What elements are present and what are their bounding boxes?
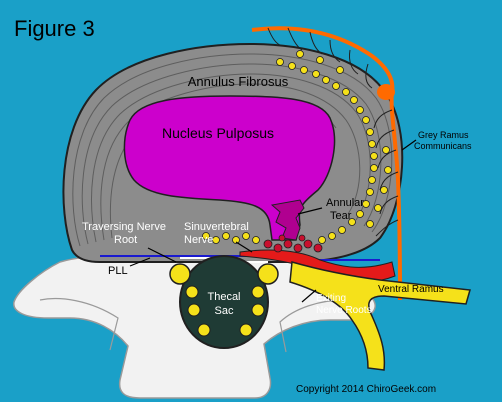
label-exiting-1: Exiting bbox=[316, 293, 346, 304]
traversing-nerve-root-left bbox=[169, 263, 191, 285]
nociceptor-cluster bbox=[263, 234, 323, 253]
exiting-nerve-root bbox=[289, 261, 471, 371]
label-sinuvertebral-1: Sinuvertebral bbox=[184, 221, 249, 233]
annulus-ring-1 bbox=[72, 53, 393, 247]
figure-title: Figure 3 bbox=[14, 16, 95, 41]
annular-tear bbox=[270, 199, 305, 241]
label-sinuvertebral-2: Nerve bbox=[184, 234, 213, 246]
bone-contour-left bbox=[39, 298, 119, 351]
label-thecal-2: Sac bbox=[215, 305, 234, 317]
label-ventral-ramus: Ventral Ramus bbox=[378, 284, 444, 295]
yellow-receptor-dots bbox=[202, 50, 392, 244]
label-traversing-1: Traversing Nerve bbox=[82, 221, 166, 233]
annulus-ring-3 bbox=[91, 73, 371, 243]
grey-ramus-branches bbox=[267, 27, 399, 237]
traversing-nerve-root-right bbox=[257, 263, 279, 285]
grey-ramus-ganglion bbox=[377, 84, 395, 100]
label-traversing-2: Root bbox=[114, 234, 137, 246]
label-copyright: Copyright 2014 ChiroGeek.com bbox=[296, 384, 436, 395]
label-nucleus-pulposus: Nucleus Pulposus bbox=[162, 125, 274, 141]
label-pll: PLL bbox=[108, 265, 128, 277]
label-exiting-2: Nerve Roots bbox=[316, 305, 372, 316]
label-annular-tear-2: Tear bbox=[330, 210, 352, 222]
label-grey-ramus-2: Communicans bbox=[414, 141, 472, 151]
annulus-ring-4 bbox=[100, 83, 361, 241]
label-thecal-1: Thecal bbox=[207, 291, 240, 303]
label-grey-ramus-1: Grey Ramus bbox=[418, 130, 469, 140]
label-annular-tear-1: Annular bbox=[326, 197, 364, 209]
label-annulus-fibrosus: Annulus Fibrosus bbox=[188, 74, 289, 89]
thecal-nerve-roots bbox=[185, 285, 265, 337]
annulus-ring-2 bbox=[81, 63, 382, 245]
leader-lines bbox=[129, 139, 417, 303]
